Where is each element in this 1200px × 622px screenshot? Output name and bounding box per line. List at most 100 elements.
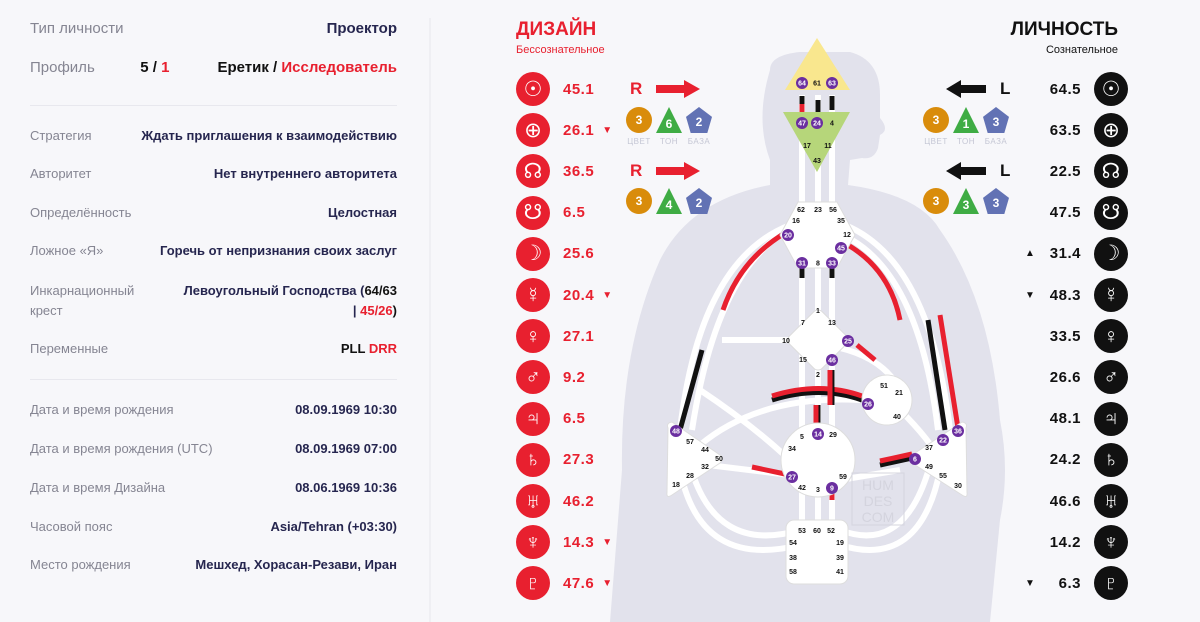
mercury-icon: ☿ [516, 278, 550, 312]
design-planet-neptune[interactable]: ♆14.3▼ [516, 524, 612, 560]
design-planet-pluto[interactable]: ♇47.6▼ [516, 565, 612, 601]
birth-row: Дата и время рождения 08.09.1969 10:30 [30, 400, 397, 420]
design-title: ДИЗАЙН [516, 19, 597, 40]
design-planet-uranus[interactable]: ♅46.2 [516, 483, 602, 519]
svg-text:29: 29 [829, 432, 837, 439]
mars-icon: ♂ [1094, 360, 1128, 395]
earth-icon: ⊕ [1094, 113, 1128, 148]
solar-plexus-center[interactable]: 36 22 37 6 49 55 30 [909, 421, 968, 497]
personality-planet-mars[interactable]: 26.6♂ [1025, 359, 1128, 395]
personality-planet-jupiter[interactable]: 48.1♃ [1025, 401, 1128, 437]
watermark-logo: HUM DES COM [851, 472, 905, 526]
svg-text:20: 20 [784, 233, 792, 240]
personality-planet-pluto[interactable]: ▼6.3♇ [1025, 565, 1128, 601]
exaltation-marker-icon: ▼ [1025, 577, 1035, 589]
svg-text:60: 60 [813, 528, 821, 535]
personality-planet-sun[interactable]: 64.5☉ [1025, 71, 1128, 107]
personality-planet-south-node[interactable]: 47.5☋ [1025, 195, 1128, 231]
design-planet-saturn[interactable]: ♄27.3 [516, 442, 602, 478]
personality-planet-moon[interactable]: ▲31.4☽ [1025, 236, 1128, 272]
variables-row: Переменные PLL DRR [30, 339, 397, 359]
exaltation-marker-icon: ▲ [1025, 248, 1035, 260]
gate-line-value: 26.1 [563, 121, 595, 139]
personality-planet-neptune[interactable]: 14.2♆ [1025, 524, 1128, 560]
profile-value: 5 / 1 Еретик / Исследователь [140, 59, 397, 76]
ajna-center[interactable]: 47 24 4 17 11 43 [783, 112, 850, 172]
timezone-row: Часовой пояс Asia/Tehran (+03:30) [30, 517, 397, 537]
strategy-value: Ждать приглашения к взаимодействию [141, 128, 397, 143]
svg-text:25: 25 [844, 339, 852, 346]
svg-text:7: 7 [801, 320, 805, 327]
design-planet-jupiter[interactable]: ♃6.5 [516, 401, 593, 437]
design-planet-mercury[interactable]: ☿20.4▼ [516, 277, 612, 313]
design-planet-north-node[interactable]: ☊36.5 [516, 153, 602, 189]
arrow-left-icon [946, 162, 986, 180]
arrow-right-icon [656, 80, 701, 98]
variables-value: PLL DRR [340, 341, 397, 356]
root-center[interactable]: 53 60 52 54 19 38 39 58 41 [785, 519, 849, 585]
south-node-icon: ☋ [1094, 195, 1128, 230]
timezone-label: Часовой пояс [30, 519, 113, 534]
svg-text:37: 37 [925, 445, 933, 452]
north-node-icon: ☊ [1094, 154, 1128, 189]
gate-line-value: 6.3 [1058, 574, 1081, 592]
type-row: Тип личности Проектор [30, 19, 397, 39]
throat-center[interactable]: 62 23 56 16 35 20 12 45 31 8 33 [779, 201, 856, 269]
gate-line-value: 48.1 [1049, 410, 1081, 428]
svg-text:16: 16 [792, 218, 800, 225]
design-planet-venus[interactable]: ♀27.1 [516, 318, 602, 354]
gate-line-value: 25.6 [563, 245, 595, 263]
svg-text:6: 6 [913, 457, 917, 464]
svg-text:21: 21 [895, 390, 903, 397]
place-row: Место рождения Мешхед, Хорасан-Резави, И… [30, 555, 397, 575]
svg-text:40: 40 [893, 414, 901, 421]
design-planet-mars[interactable]: ♂9.2 [516, 359, 593, 395]
svg-text:11: 11 [824, 143, 832, 150]
personality-planet-mercury[interactable]: ▼48.3☿ [1025, 277, 1128, 313]
design-variable-shapes-2: 3 4 2 [626, 188, 712, 214]
design-planet-south-node[interactable]: ☋6.5 [516, 195, 593, 231]
cross-value: Левоугольный Господства (64/63 | 45/26) [183, 283, 397, 318]
base-pentagon-icon: 3 [983, 107, 1009, 133]
personality-planet-saturn[interactable]: 24.2♄ [1025, 442, 1128, 478]
design-planet-moon[interactable]: ☽25.6 [516, 236, 602, 272]
head-center[interactable]: 64 61 63 [785, 38, 850, 90]
design-variable-arrow-2: R [630, 160, 701, 182]
sacral-center[interactable]: 5 14 29 34 27 59 42 3 9 [780, 422, 856, 498]
personality-planet-north-node[interactable]: 22.5☊ [1025, 153, 1128, 189]
design-planet-earth[interactable]: ⊕26.1▼ [516, 112, 612, 148]
svg-text:5: 5 [800, 434, 804, 441]
svg-text:4: 4 [830, 121, 834, 128]
svg-text:2: 2 [816, 372, 820, 379]
personality-planet-uranus[interactable]: 46.6♅ [1025, 483, 1128, 519]
personality-variable-labels: ЦВЕТ ТОН БАЗА [924, 137, 1008, 146]
not-self-row: Ложное «Я» Горечь от непризнания своих з… [30, 241, 397, 261]
exaltation-marker-icon: ▼ [602, 289, 613, 301]
gate-line-value: 31.4 [1049, 245, 1081, 263]
gate-line-value: 45.1 [563, 80, 595, 98]
personality-title: ЛИЧНОСТЬ [1010, 19, 1118, 40]
svg-text:50: 50 [715, 456, 723, 463]
personality-planet-earth[interactable]: 63.5⊕ [1025, 112, 1128, 148]
design-subtitle: Бессознательное [516, 44, 605, 56]
svg-text:38: 38 [789, 555, 797, 562]
venus-icon: ♀ [1094, 319, 1128, 354]
exaltation-marker-icon: ▼ [602, 577, 613, 589]
tone-triangle-icon: 1 [953, 107, 979, 133]
svg-text:HUM: HUM [862, 477, 894, 493]
svg-text:59: 59 [839, 474, 847, 481]
not-self-label: Ложное «Я» [30, 243, 104, 258]
svg-text:57: 57 [686, 439, 694, 446]
profile-row: Профиль 5 / 1 Еретик / Исследователь [30, 58, 397, 78]
g-center[interactable]: 1 7 13 10 25 15 46 2 [782, 307, 854, 379]
design-planet-sun[interactable]: ☉45.1 [516, 71, 602, 107]
personality-planet-venus[interactable]: 33.5♀ [1025, 318, 1128, 354]
svg-text:62: 62 [797, 207, 805, 214]
mars-icon: ♂ [516, 360, 550, 395]
svg-text:61: 61 [813, 81, 821, 88]
ego-center[interactable]: 51 21 26 40 [861, 374, 913, 426]
svg-text:DES: DES [864, 493, 893, 509]
spleen-center[interactable]: 48 57 44 50 32 28 18 [666, 421, 723, 497]
color-circle-icon: 3 [626, 188, 652, 214]
pluto-icon: ♇ [516, 566, 550, 601]
